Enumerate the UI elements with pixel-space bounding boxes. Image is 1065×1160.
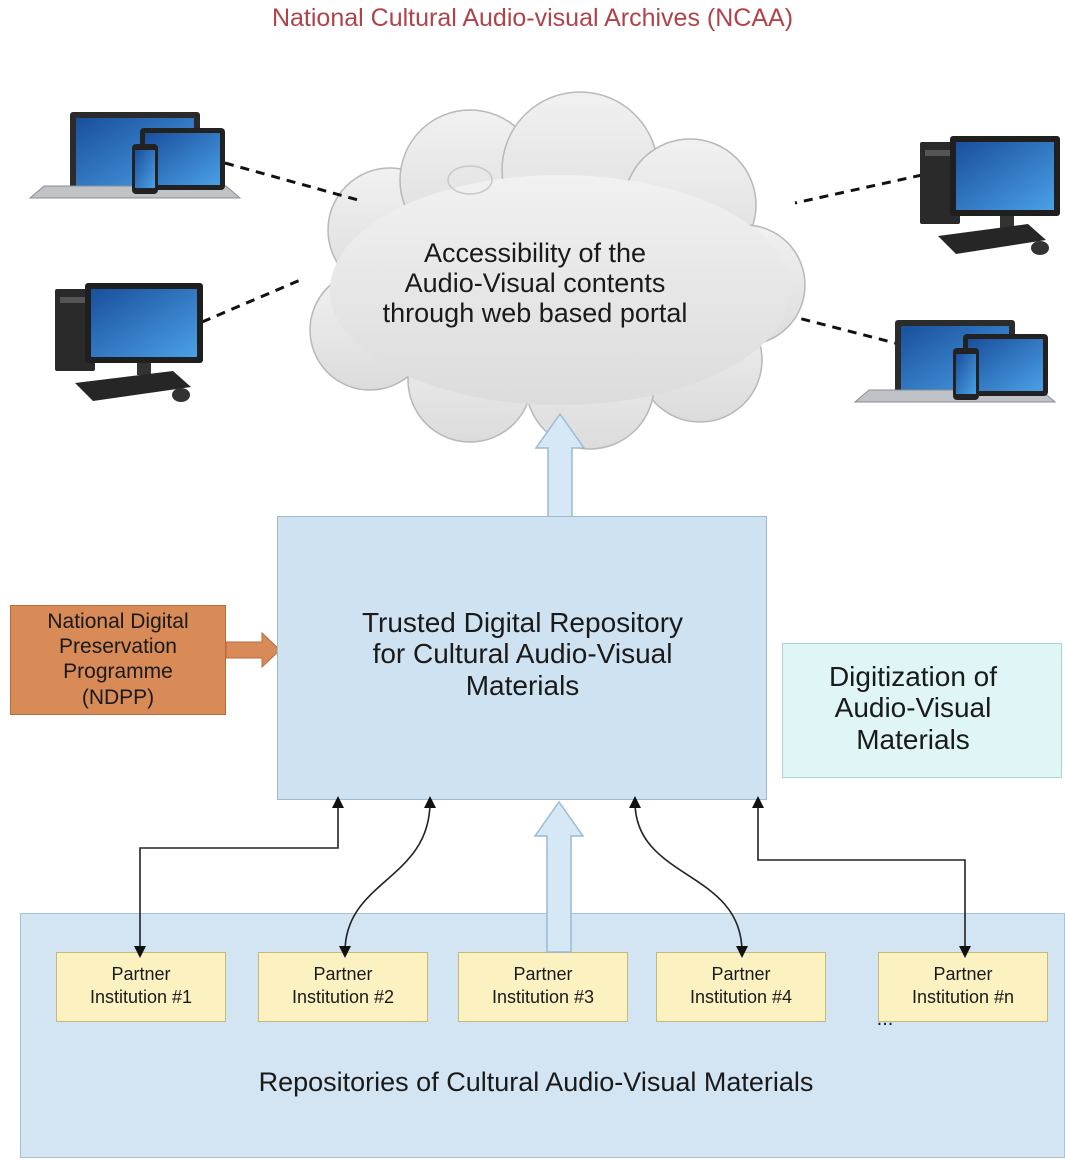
partner-line: Institution #3 <box>491 986 595 1007</box>
cloud-label: Accessibility of the Audio-Visual conten… <box>320 238 750 329</box>
ndpp-label-line: Preservation <box>59 635 177 659</box>
digitization-label-line: Audio-Visual <box>834 692 992 724</box>
partner-line: Partner <box>933 964 993 984</box>
ndpp-label-line: National Digital <box>47 610 189 633</box>
digitization-label-line: Materials <box>856 723 970 755</box>
desktop-computer-icon <box>920 136 1060 255</box>
dashed-connectors <box>201 161 923 347</box>
partner-institution-label: Partner Institution #4 <box>656 963 826 1008</box>
cloud-label-line: through web based portal <box>382 298 688 329</box>
laptop-tablet-phone-icon <box>853 320 1057 403</box>
ndpp-label: National Digital Preservation Programme … <box>10 609 226 710</box>
partner-institution-box <box>458 952 628 1022</box>
partner-line: Institution #n <box>911 986 1015 1007</box>
repository-label-line: Materials <box>465 669 580 701</box>
digitization-label-line: Digitization of <box>828 661 998 692</box>
cloud-label-line: Audio-Visual contents <box>404 268 666 299</box>
partner-line: Partner <box>513 964 573 984</box>
partner-line: Partner <box>111 964 171 984</box>
ndpp-label-line: (NDPP) <box>81 685 155 709</box>
ndpp-box <box>10 605 226 715</box>
digitization-label: Digitization of Audio-Visual Materials <box>782 661 1044 755</box>
cloud-shape <box>309 91 806 450</box>
partner-institution-box <box>878 952 1048 1022</box>
repository-label-line: Trusted Digital Repository <box>361 607 684 638</box>
cloud-label-line: Accessibility of the <box>423 238 647 268</box>
desktop-computer-icon <box>55 283 203 402</box>
partner-institution-box <box>56 952 226 1022</box>
partner-institution-label: Partner Institution #n <box>878 963 1048 1008</box>
partner-line: Institution #2 <box>291 986 395 1007</box>
partner-institution-label: Partner Institution #2 <box>258 963 428 1008</box>
more-partners-ellipsis: ... <box>876 1008 894 1030</box>
trusted-repository-box <box>277 516 767 800</box>
trusted-repository-label: Trusted Digital Repository for Cultural … <box>300 607 745 701</box>
diagram-title: National Cultural Audio-visual Archives … <box>271 4 794 32</box>
partner-line: Institution #1 <box>89 986 193 1007</box>
partner-institution-label: Partner Institution #3 <box>458 963 628 1008</box>
partner-institution-label: Partner Institution #1 <box>56 963 226 1008</box>
laptop-tablet-phone-icon <box>28 112 242 199</box>
repository-label-line: for Cultural Audio-Visual <box>372 638 673 670</box>
repositories-label: Repositories of Cultural Audio-Visual Ma… <box>258 1067 814 1097</box>
partner-line: Partner <box>711 964 771 984</box>
partner-line: Partner <box>313 964 373 984</box>
digitization-box <box>782 643 1062 778</box>
ndpp-label-line: Programme <box>63 660 173 684</box>
upload-arrow-to-cloud <box>534 412 586 521</box>
ndpp-arrow <box>225 631 281 669</box>
partner-line: Institution #4 <box>689 986 793 1007</box>
repositories-box <box>20 913 1065 1158</box>
